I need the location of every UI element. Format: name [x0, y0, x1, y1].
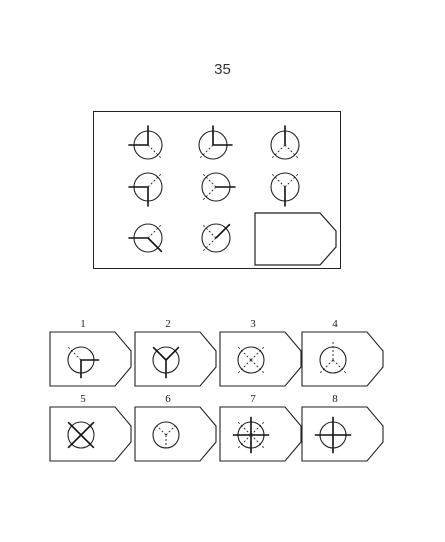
solid-spoke	[80, 421, 95, 436]
option-tag-frame	[134, 406, 217, 462]
option-tag-frame	[49, 406, 132, 462]
option-number: 3	[250, 318, 256, 330]
dashed-spoke	[237, 359, 252, 374]
cell-figure	[201, 223, 231, 253]
solid-spoke	[67, 421, 82, 436]
answer-option-6[interactable]: 6	[134, 393, 218, 463]
answer-option-4[interactable]: 4	[301, 318, 385, 388]
dashed-spoke	[147, 172, 163, 188]
solid-spoke	[67, 434, 82, 449]
option-tag-frame	[134, 331, 217, 387]
option-figure	[219, 331, 302, 387]
page-number: 35	[214, 61, 231, 78]
matrix-cell-r1c2	[189, 121, 237, 169]
cell-figure	[198, 125, 233, 160]
cell-figure	[270, 172, 300, 207]
option-number: 5	[80, 393, 86, 405]
option-figure	[49, 406, 132, 462]
answer-option-1[interactable]: 1	[49, 318, 133, 388]
dashed-spoke	[237, 434, 252, 449]
option-number: 2	[165, 318, 171, 330]
option-tag-frame	[49, 331, 132, 387]
matrix-cell-r1c1	[124, 121, 172, 169]
option-figure	[301, 331, 384, 387]
circle-outline	[237, 346, 265, 374]
circle-outline	[201, 223, 231, 253]
option-number: 7	[250, 393, 256, 405]
option-tag-frame	[301, 331, 384, 387]
solid-spoke	[165, 346, 180, 361]
option-figure	[219, 406, 302, 462]
matrix-cell-r2c2	[192, 163, 240, 211]
cell-figure	[128, 223, 163, 253]
matrix-cell-r3c1	[124, 214, 172, 262]
matrix-cell-r2c1	[124, 163, 172, 211]
matrix-cell-r3c2	[192, 214, 240, 262]
dashed-spoke	[284, 172, 300, 188]
matrix-cell-r2c3	[261, 163, 309, 211]
dashed-spoke	[270, 144, 286, 160]
option-number: 6	[165, 393, 171, 405]
dashed-spoke	[319, 359, 334, 374]
answer-option-7[interactable]: 7	[219, 393, 303, 463]
option-number: 4	[332, 318, 338, 330]
dashed-spoke	[250, 421, 265, 436]
dashed-spoke	[165, 425, 176, 436]
dashed-spoke	[284, 144, 300, 160]
cell-figure	[128, 125, 163, 160]
answer-option-8[interactable]: 8	[301, 393, 385, 463]
solid-spoke	[80, 434, 95, 449]
solid-spoke	[152, 346, 167, 361]
option-tag-frame	[301, 406, 384, 462]
answer-slot	[254, 212, 338, 266]
option-figure	[49, 331, 132, 387]
option-tag-frame	[219, 406, 302, 462]
option-tag-frame	[219, 331, 302, 387]
dashed-spoke	[147, 144, 163, 160]
dashed-spoke	[237, 421, 252, 436]
cell-figure	[201, 172, 236, 202]
answer-option-3[interactable]: 3	[219, 318, 303, 388]
solid-spoke	[215, 223, 231, 239]
option-number: 8	[332, 393, 338, 405]
answer-option-5[interactable]: 5	[49, 393, 133, 463]
dashed-spoke	[156, 425, 167, 436]
circle-outline	[67, 421, 95, 449]
dashed-spoke	[250, 434, 265, 449]
option-figure	[301, 406, 384, 462]
dashed-spoke	[201, 237, 217, 253]
dashed-spoke	[332, 359, 347, 374]
dashed-spoke	[237, 346, 252, 361]
matrix-cell-r1c3	[261, 121, 309, 169]
option-figure	[134, 331, 217, 387]
dashed-spoke	[250, 346, 265, 361]
dashed-spoke	[250, 359, 265, 374]
option-figure	[134, 406, 217, 462]
cell-figure	[128, 172, 163, 207]
solid-spoke	[147, 237, 163, 253]
answer-option-2[interactable]: 2	[134, 318, 218, 388]
option-number: 1	[80, 318, 86, 330]
cell-figure	[270, 125, 300, 160]
puzzle-matrix	[93, 111, 341, 269]
dashed-spoke	[201, 186, 217, 202]
dashed-spoke	[147, 223, 163, 239]
dashed-spoke	[201, 223, 217, 239]
dashed-spoke	[67, 346, 82, 361]
dashed-spoke	[201, 172, 217, 188]
dashed-spoke	[198, 144, 214, 160]
dashed-spoke	[270, 172, 286, 188]
